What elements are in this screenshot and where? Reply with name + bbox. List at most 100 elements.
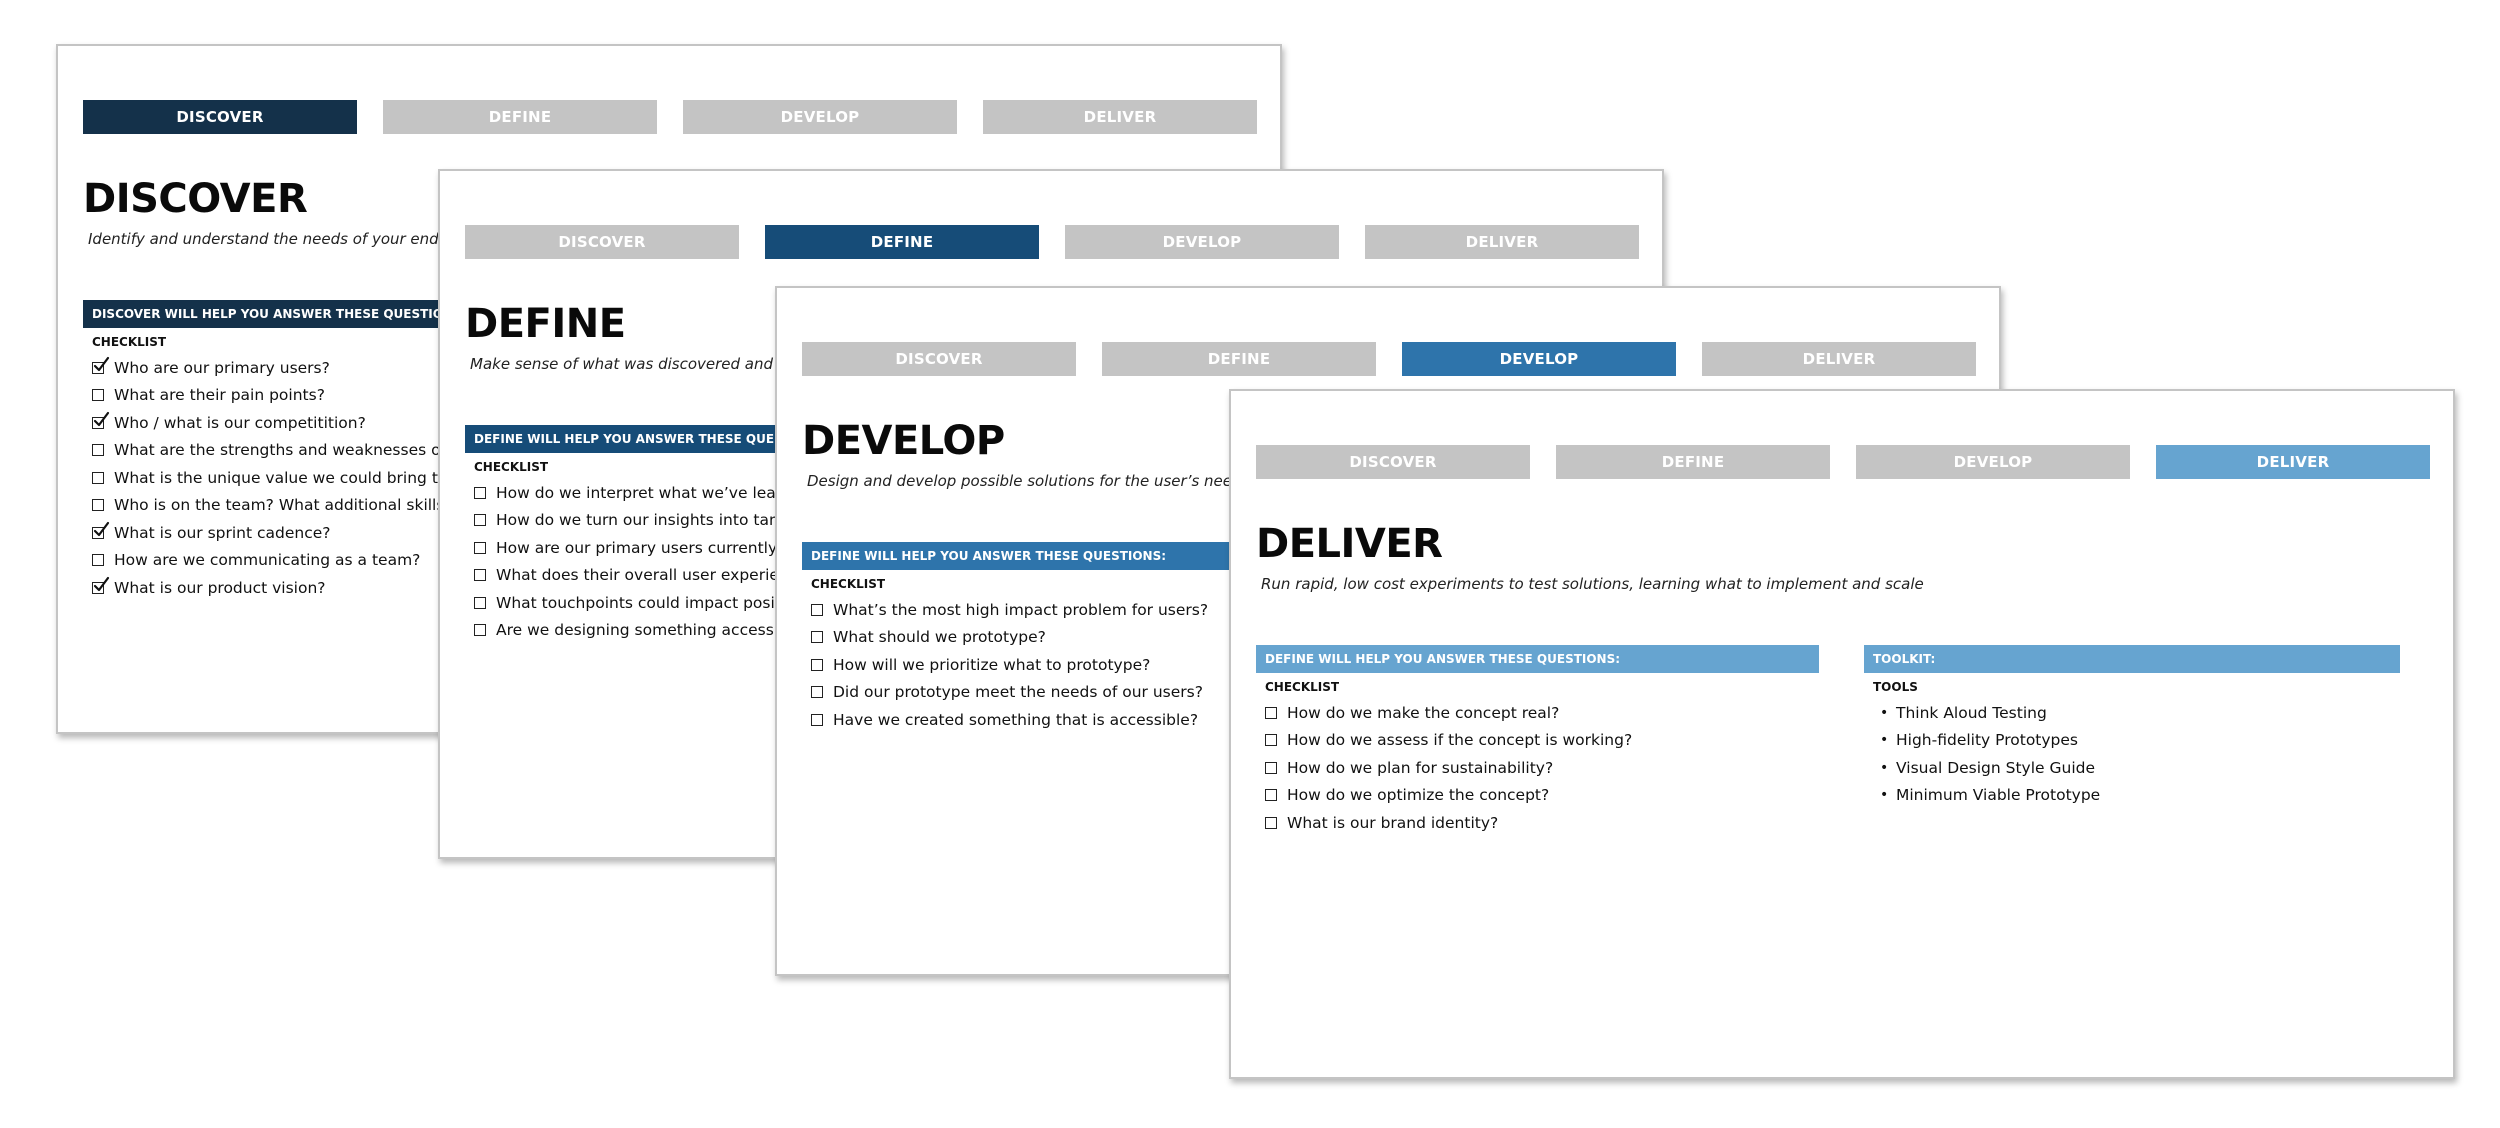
page-title: DELIVER — [1256, 521, 1443, 567]
questions-panel: DISCOVER WILL HELP YOU ANSWER THESE QUES… — [83, 300, 483, 602]
checklist-item[interactable]: What should we prototype? — [811, 624, 1362, 652]
tab-discover[interactable]: DISCOVER — [83, 100, 357, 134]
checklist-item-label: What’s the most high impact problem for … — [833, 600, 1209, 619]
checkbox-icon[interactable] — [1265, 734, 1277, 747]
checklist-item-label: What is our brand identity? — [1287, 813, 1499, 832]
checklist-item[interactable]: What touchpoints could impact positive — [474, 589, 865, 617]
checkbox-icon[interactable] — [811, 658, 823, 671]
tab-deliver[interactable]: DELIVER — [1365, 225, 1639, 259]
checklist-item[interactable]: Who are our primary users? — [92, 354, 483, 382]
checkbox-icon[interactable] — [811, 713, 823, 726]
checklist-item[interactable]: How will we prioritize what to prototype… — [811, 651, 1362, 679]
checklist-item-label: What is our sprint cadence? — [114, 523, 331, 542]
checkbox-icon[interactable] — [92, 389, 104, 402]
checkbox-checked-icon[interactable] — [92, 356, 110, 374]
checklist-item[interactable]: How do we assess if the concept is worki… — [1265, 727, 1819, 755]
checklist-item-label: What is our product vision? — [114, 578, 326, 597]
checklist-item[interactable]: How do we optimize the concept? — [1265, 782, 1819, 810]
tab-develop[interactable]: DEVELOP — [1856, 445, 2130, 479]
tab-deliver[interactable]: DELIVER — [983, 100, 1257, 134]
tool-item: •High-fidelity Prototypes — [1873, 727, 2400, 755]
checklist-item[interactable]: What is our sprint cadence? — [92, 519, 483, 547]
tab-deliver[interactable]: DELIVER — [1702, 342, 1976, 376]
checklist-item[interactable]: Who / what is our competitition? — [92, 409, 483, 437]
tab-develop[interactable]: DEVELOP — [1065, 225, 1339, 259]
checklist-item[interactable]: Who is on the team? What additional skil… — [92, 492, 483, 520]
checkbox-icon[interactable] — [474, 596, 486, 609]
checklist-item[interactable]: How do we turn our insights into tangil — [474, 507, 865, 535]
checklist-item-label: What is the unique value we could bring … — [114, 468, 472, 487]
checkbox-icon[interactable] — [474, 514, 486, 527]
checklist-item[interactable]: How do we make the concept real? — [1265, 699, 1819, 727]
toolkit-panel: TOOLKIT: TOOLS •Think Aloud Testing•High… — [1864, 645, 2400, 809]
checklist-item-label: How will we prioritize what to prototype… — [833, 655, 1151, 674]
checklist-item[interactable]: What is the unique value we could bring … — [92, 464, 483, 492]
tab-define[interactable]: DEFINE — [1556, 445, 1830, 479]
checkbox-icon[interactable] — [92, 471, 104, 484]
checklist-item-label: Are we designing something accessible — [496, 621, 802, 640]
checklist-item-label: What are the strengths and weaknesses of… — [114, 441, 467, 460]
tab-develop[interactable]: DEVELOP — [1402, 342, 1676, 376]
tab-discover[interactable]: DISCOVER — [802, 342, 1076, 376]
checklist-item-label: What should we prototype? — [833, 628, 1046, 647]
checklist-item[interactable]: What is our brand identity? — [1265, 809, 1819, 837]
checklist-item[interactable]: Have we created something that is access… — [811, 706, 1362, 734]
checkbox-checked-icon[interactable] — [92, 411, 110, 429]
checklist-item-label: Have we created something that is access… — [833, 710, 1199, 729]
tools-label: TOOLS — [1873, 680, 1918, 694]
checklist-item-label: Did our prototype meet the needs of our … — [833, 683, 1203, 702]
checkbox-icon[interactable] — [92, 444, 104, 457]
bullet-icon: • — [1880, 732, 1889, 749]
checklist-item[interactable]: What are their pain points? — [92, 382, 483, 410]
tab-discover[interactable]: DISCOVER — [1256, 445, 1530, 479]
tab-define[interactable]: DEFINE — [1102, 342, 1376, 376]
page-subtitle: Identify and understand the needs of you… — [88, 230, 461, 248]
tab-discover[interactable]: DISCOVER — [465, 225, 739, 259]
checklist-item[interactable]: What’s the most high impact problem for … — [811, 596, 1362, 624]
checklist-item[interactable]: What does their overall user experience — [474, 562, 865, 590]
page-subtitle: Make sense of what was discovered and id — [470, 355, 792, 373]
checklist-item-label: Who / what is our competitition? — [114, 413, 366, 432]
tool-label: Visual Design Style Guide — [1896, 758, 2096, 777]
checklist-item-label: What touchpoints could impact positive — [496, 593, 804, 612]
checkbox-icon[interactable] — [811, 603, 823, 616]
checklist-item[interactable]: Are we designing something accessible — [474, 617, 865, 645]
checkbox-icon[interactable] — [474, 624, 486, 637]
checkbox-icon[interactable] — [92, 499, 104, 512]
bullet-icon: • — [1880, 787, 1889, 804]
checklist-label: CHECKLIST — [92, 335, 167, 349]
checkbox-icon[interactable] — [474, 541, 486, 554]
checkbox-icon[interactable] — [474, 569, 486, 582]
checkbox-icon[interactable] — [474, 486, 486, 499]
checkbox-checked-icon[interactable] — [92, 576, 110, 594]
checklist-item[interactable]: What are the strengths and weaknesses of… — [92, 437, 483, 465]
checklist-item[interactable]: How are our primary users currently so — [474, 534, 865, 562]
tab-define[interactable]: DEFINE — [383, 100, 657, 134]
bullet-icon: • — [1880, 759, 1889, 776]
tab-deliver[interactable]: DELIVER — [2156, 445, 2430, 479]
toolkit-header: TOOLKIT: — [1864, 645, 2400, 673]
checklist-item[interactable]: What is our product vision? — [92, 574, 483, 602]
checkbox-icon[interactable] — [1265, 816, 1277, 829]
page-title: DEFINE — [465, 301, 626, 347]
page-title: DISCOVER — [83, 176, 308, 222]
checkbox-icon[interactable] — [92, 554, 104, 567]
checklist-label: CHECKLIST — [1265, 680, 1340, 694]
checklist-item-label: How do we plan for sustainability? — [1287, 758, 1554, 777]
slide-deliver[interactable]: DISCOVER DEFINE DEVELOP DELIVER DELIVER … — [1229, 389, 2455, 1079]
checklist-item-label: What does their overall user experience — [496, 566, 807, 585]
checkbox-icon[interactable] — [811, 631, 823, 644]
checklist-item[interactable]: How do we interpret what we’ve learne — [474, 479, 865, 507]
checklist-label: CHECKLIST — [474, 460, 549, 474]
checkbox-icon[interactable] — [1265, 706, 1277, 719]
checkbox-icon[interactable] — [1265, 789, 1277, 802]
checklist-item[interactable]: How do we plan for sustainability? — [1265, 754, 1819, 782]
checkbox-checked-icon[interactable] — [92, 521, 110, 539]
checkbox-icon[interactable] — [1265, 761, 1277, 774]
checklist-item[interactable]: Did our prototype meet the needs of our … — [811, 679, 1362, 707]
checklist: Who are our primary users?What are their… — [92, 354, 483, 602]
tab-define[interactable]: DEFINE — [765, 225, 1039, 259]
checklist-item[interactable]: How are we communicating as a team? — [92, 547, 483, 575]
tab-develop[interactable]: DEVELOP — [683, 100, 957, 134]
checkbox-icon[interactable] — [811, 686, 823, 699]
